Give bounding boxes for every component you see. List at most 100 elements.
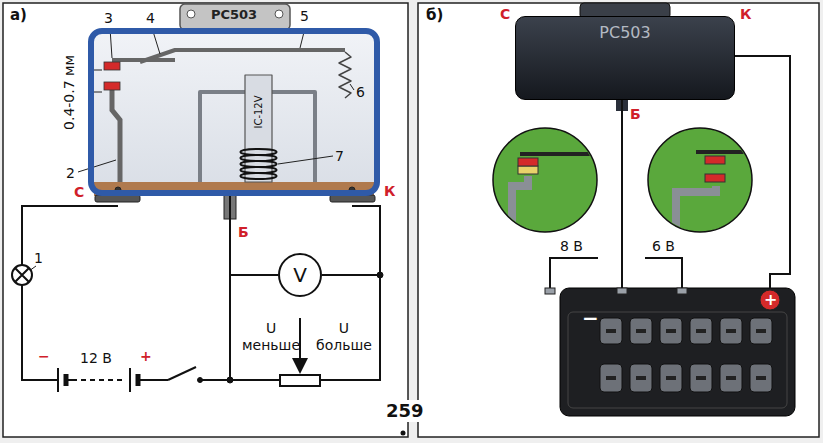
text-label: С <box>500 6 510 23</box>
contact-arm <box>104 62 120 70</box>
contact-detail <box>676 152 760 240</box>
node-text: − <box>582 306 599 330</box>
battery-cell <box>606 376 616 380</box>
text-label: 259 <box>383 400 427 422</box>
battery-symbol <box>227 377 233 383</box>
lamp-symbol <box>12 265 32 285</box>
text-label: а) <box>10 6 27 24</box>
text-label: 8 В <box>560 238 583 255</box>
battery-cell <box>666 329 676 333</box>
node-text: РС503 <box>211 7 257 23</box>
battery-cell <box>720 318 742 344</box>
resistor-symbol <box>280 375 320 386</box>
battery-symbol <box>58 272 383 392</box>
wire <box>229 275 231 380</box>
battery-cell <box>545 288 772 392</box>
callout-number: 7 <box>335 148 344 165</box>
battery-cell <box>690 318 712 344</box>
battery-symbol <box>198 378 203 383</box>
tap-wire <box>550 258 682 288</box>
wire-connector <box>621 100 623 288</box>
wire <box>322 274 380 276</box>
text-label: U больше <box>316 320 372 354</box>
callout-number: 5 <box>300 8 309 25</box>
battery-body <box>560 288 795 416</box>
battery-cell <box>726 329 736 333</box>
callout-number: 1 <box>34 250 43 267</box>
panel-frame <box>418 3 819 437</box>
coil-winding <box>241 149 277 179</box>
contact-detail <box>520 152 600 156</box>
text-label: 12 В <box>80 350 112 367</box>
battery-cell <box>636 329 646 333</box>
contact-detail <box>696 150 760 154</box>
battery-cell <box>677 288 687 294</box>
callout-number: 4 <box>146 10 155 27</box>
callout-number: 3 <box>104 10 113 27</box>
text-label: − <box>38 348 50 365</box>
lamp-symbol <box>12 265 32 285</box>
leader-line <box>29 28 354 271</box>
battery-symbol <box>64 374 69 386</box>
terminal <box>330 195 375 202</box>
node-text: V <box>293 263 307 287</box>
battery-symbol <box>57 368 59 392</box>
wire <box>138 379 168 381</box>
node-text: РС503 <box>599 23 650 42</box>
battery-cell <box>750 318 772 344</box>
contact-arm <box>112 58 175 62</box>
contact-detail <box>705 156 725 164</box>
leader-line <box>278 156 333 164</box>
contact-detail <box>512 154 600 240</box>
text-label: С <box>74 184 84 201</box>
wire <box>22 206 380 380</box>
voltmeter-circle: V <box>278 253 322 297</box>
battery-cell <box>720 364 742 392</box>
text-label: Б <box>630 106 641 123</box>
text-label: IC-12V <box>252 95 264 128</box>
tap-wire <box>645 258 682 288</box>
contact-arm <box>104 82 120 90</box>
text-label: 6 В <box>652 238 675 255</box>
battery-body <box>568 312 787 408</box>
panel-frame <box>3 3 819 437</box>
battery-cell <box>600 364 622 392</box>
relay-housing: РС503 <box>88 28 380 196</box>
battery-cell <box>545 288 555 294</box>
battery-symbol <box>136 374 141 386</box>
battery-body <box>560 288 795 416</box>
panel-frame <box>3 3 408 437</box>
text-label: К <box>384 183 395 200</box>
battery-cell <box>696 376 706 380</box>
terminal <box>95 195 140 202</box>
relay-housing <box>180 4 290 30</box>
text-label: Б <box>238 224 249 241</box>
contact-detail <box>493 128 597 232</box>
contact-detail <box>512 176 528 240</box>
text-label: U меньше <box>242 320 300 354</box>
relay-housing <box>90 30 378 194</box>
battery-cell <box>726 376 736 380</box>
battery-cell <box>750 364 772 392</box>
callout-number: 6 <box>356 84 365 101</box>
wire <box>22 206 118 380</box>
relay-yoke <box>140 50 351 182</box>
battery-symbol <box>129 368 131 392</box>
battery-cell <box>600 318 622 344</box>
contact-detail <box>518 166 538 174</box>
battery-cell <box>617 288 627 294</box>
leader-line <box>350 84 354 90</box>
text-label: К <box>740 6 751 23</box>
battery-cell <box>606 329 616 333</box>
relay-yoke <box>339 52 351 98</box>
relay-box: РС503 <box>515 16 735 100</box>
battery-body <box>760 290 780 310</box>
battery-cell <box>696 329 706 333</box>
battery-cell <box>660 364 682 392</box>
battery-cell <box>636 376 646 380</box>
battery-cell <box>630 364 652 392</box>
wire <box>168 367 196 380</box>
contact-detail <box>493 128 760 240</box>
battery-cell <box>630 318 652 344</box>
